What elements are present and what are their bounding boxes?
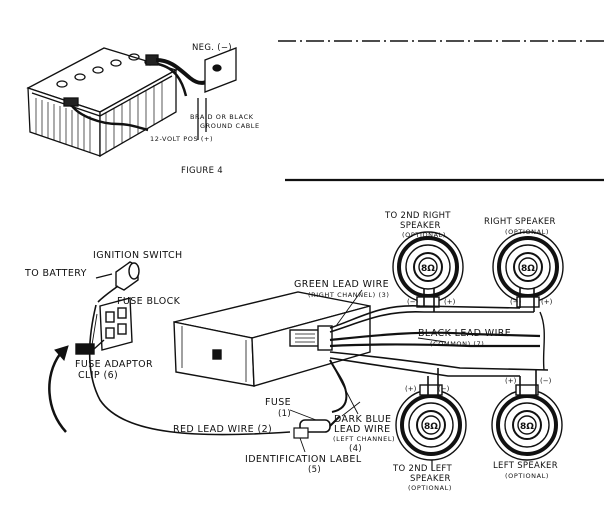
neg-terminal-label: NEG. (−) [192, 43, 232, 53]
speaker-left-label: LEFT SPEAKER [493, 461, 558, 471]
speaker-right-optional: (OPTIONAL) [505, 228, 549, 236]
radio-unit [173, 291, 371, 387]
identification-label: IDENTIFICATION LABEL [245, 454, 362, 465]
polarity-minus: (−) [438, 385, 450, 393]
speaker-2nd-left-label-2: SPEAKER [410, 474, 451, 484]
green-lead-label-2: (RIGHT CHANNEL) (3) [308, 291, 389, 299]
fuse-block [75, 297, 133, 355]
green-lead-label: GREEN LEAD WIRE [294, 279, 389, 290]
separator-lines [278, 40, 604, 182]
polarity-plus: (+) [444, 298, 456, 306]
polarity-minus: (−) [540, 377, 552, 385]
callout-leaders [91, 289, 447, 453]
fuse-label: FUSE [265, 397, 291, 408]
red-lead-label: RED LEAD WIRE (2) [173, 424, 272, 435]
speaker-2nd-left [395, 384, 467, 461]
identification-label-2: (5) [308, 465, 321, 475]
speaker-left [491, 384, 563, 461]
speaker-right-label: RIGHT SPEAKER [484, 217, 556, 227]
polarity-plus: (+) [505, 377, 517, 385]
ignition-switch [95, 261, 140, 303]
insertion-arrow [48, 345, 69, 433]
fuse-adaptor-label: FUSE ADAPTOR [75, 359, 153, 370]
dark-blue-lead-label-2: LEAD WIRE [334, 424, 391, 435]
speaker-2nd-left-label: TO 2ND LEFT [392, 464, 452, 474]
to-battery-label: TO BATTERY [24, 268, 87, 279]
speaker-2nd-left-ohm: 8Ω [424, 422, 438, 432]
speaker-2nd-right [392, 231, 464, 308]
ignition-switch-label: IGNITION SWITCH [93, 250, 183, 261]
speaker-2nd-right-ohm: 8Ω [421, 264, 435, 274]
wire-harness [88, 288, 549, 470]
dark-blue-lead-label: DARK BLUE [334, 414, 391, 425]
speaker-left-ohm: 8Ω [520, 422, 534, 432]
pos-terminal-label: 12-VOLT POS (+) [150, 135, 213, 143]
speaker-2nd-left-optional: (OPTIONAL) [408, 484, 452, 492]
speaker-2nd-right-label: TO 2ND RIGHT [384, 211, 451, 221]
fuse-label-2: (1) [278, 409, 291, 419]
fuse-block-label: FUSE BLOCK [117, 296, 181, 307]
figure-caption: FIGURE 4 [181, 166, 223, 176]
speaker-2nd-right-optional: (OPTIONAL) [402, 231, 446, 239]
fuse-adaptor-label-2: CLIP (6) [78, 370, 118, 381]
black-lead-label: BLACK LEAD WIRE [418, 328, 511, 339]
dark-blue-lead-label-4: (4) [349, 444, 362, 454]
speaker-right [492, 231, 564, 308]
speaker-left-optional: (OPTIONAL) [505, 472, 549, 480]
polarity-plus: (+) [405, 385, 417, 393]
polarity-minus: (−) [407, 298, 419, 306]
speaker-2nd-right-label-2: SPEAKER [400, 221, 441, 231]
polarity-minus: (−) [510, 298, 522, 306]
battery-illustration [26, 47, 237, 158]
dark-blue-lead-label-3: (LEFT CHANNEL) [333, 435, 395, 443]
polarity-plus: (+) [541, 298, 553, 306]
speaker-right-ohm: 8Ω [521, 264, 535, 274]
ground-cable-label: BRAID OR BLACK [190, 113, 254, 121]
black-lead-label-2: (COMMON) (7) [430, 340, 484, 348]
ground-cable-label-2: GROUND CABLE [200, 122, 260, 130]
